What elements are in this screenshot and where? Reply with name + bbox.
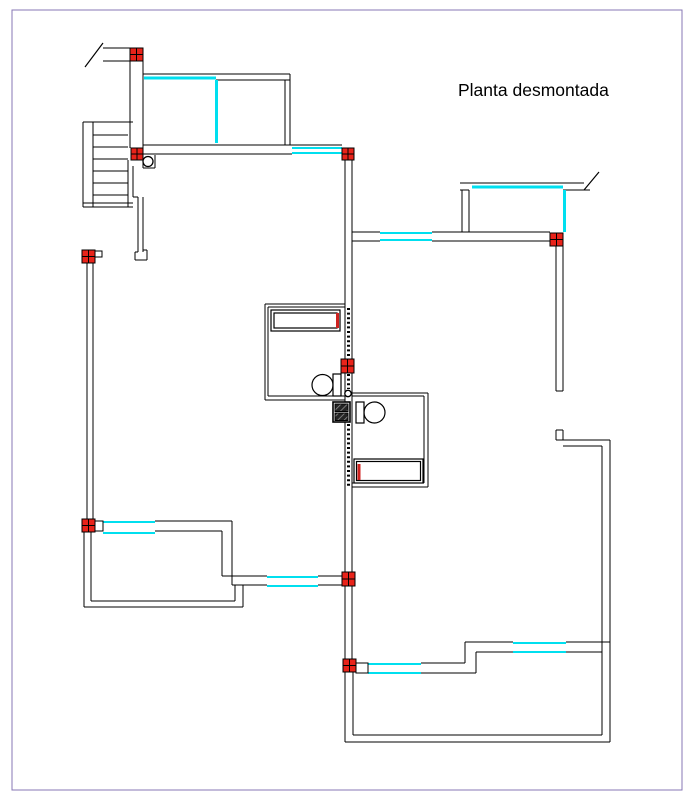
lower-right-room-walls (344, 429, 611, 743)
lower-left-room-walls (83, 520, 342, 608)
central-corridor-wall (352, 231, 550, 242)
left-bathroom-walls (264, 303, 345, 401)
stair-post-circle (142, 155, 154, 168)
window-lower-mid-left (267, 576, 318, 587)
window-lower-right (513, 642, 566, 653)
right-bathroom-walls (352, 392, 429, 488)
stair-direction-line (84, 42, 104, 68)
window-lower-left (103, 521, 155, 534)
balcony-door-line (583, 171, 600, 191)
left-bathroom-vanity (270, 309, 341, 332)
plan-title: Planta desmontada (458, 80, 609, 100)
sheet-border (11, 9, 683, 791)
window-lower-mid-right (368, 663, 421, 674)
balcony-walls (460, 182, 590, 232)
window-upper-mid (292, 147, 342, 154)
service-shaft (332, 401, 351, 423)
west-wall (86, 263, 94, 519)
right-bathroom-vanity (353, 458, 424, 484)
east-upper-wall (555, 246, 564, 392)
vanity-accent-left (336, 313, 339, 328)
vanity-accent-right (357, 464, 361, 480)
left-bathroom-toilet (311, 373, 342, 397)
door-jamb-lower-mid (355, 662, 369, 674)
pipe-circle (344, 389, 352, 398)
column-markers (81, 47, 564, 673)
wall-notch (94, 250, 103, 258)
upper-left-room-walls (103, 47, 342, 169)
door-jamb-lower-left (94, 520, 104, 532)
window-central (380, 232, 432, 241)
staircase (82, 121, 148, 261)
right-bathroom-toilet (355, 401, 386, 424)
